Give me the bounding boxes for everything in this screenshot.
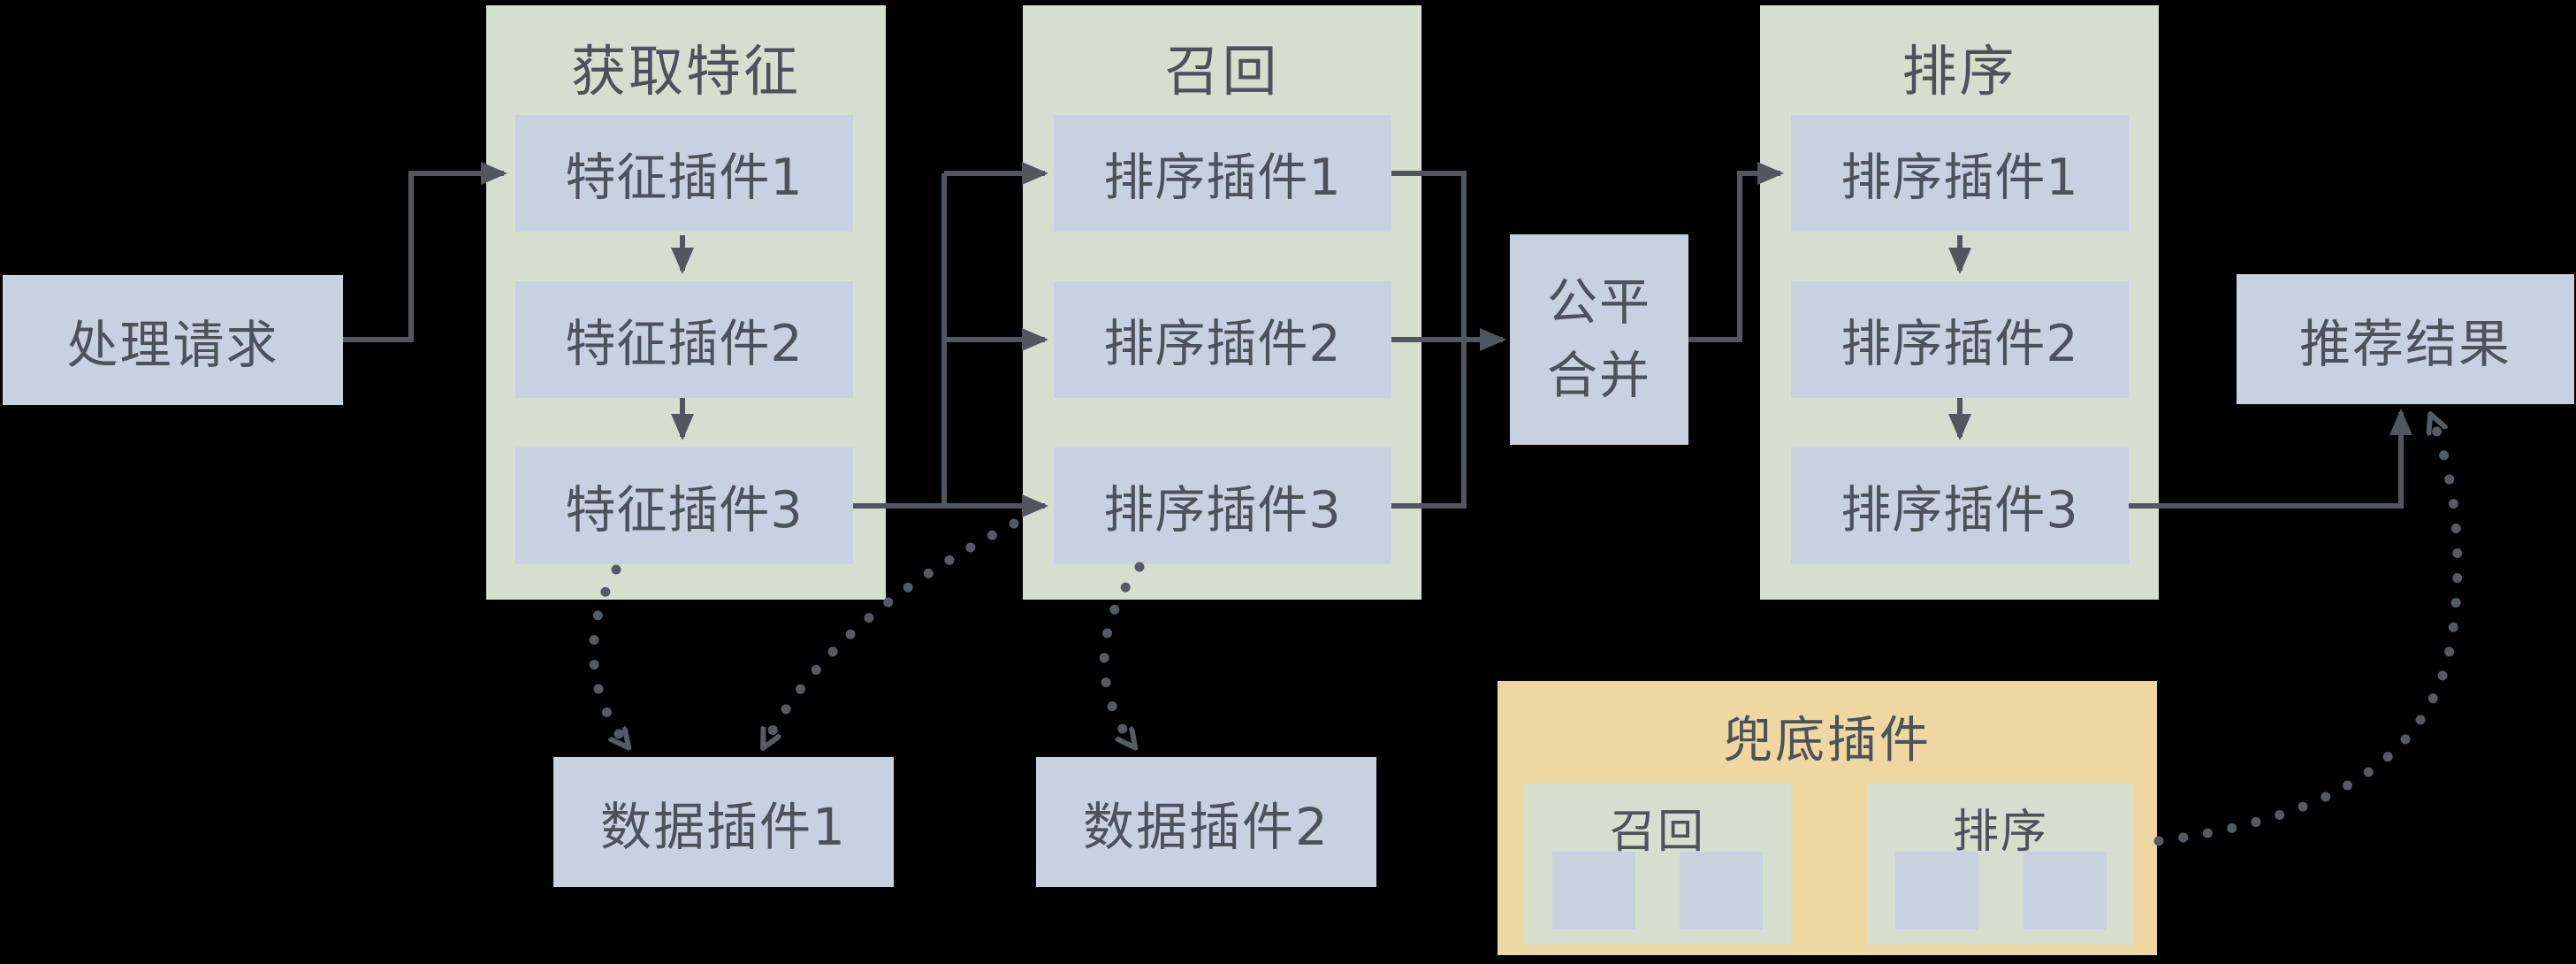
node-data-plugin-1: 数据插件1 [553,757,894,887]
container-fallback-title: 兜底插件 [1723,712,1932,769]
arrow-rank3-to-result [2129,409,2412,509]
rank-plugin-1: 排序插件1 [1791,115,2129,232]
node-fair-merge-line1: 公平 [1547,273,1651,333]
feature-plugin-3: 特征插件3 [515,448,853,564]
node-fair-merge: 公平 合并 [1510,234,1688,445]
fallback-rank-label: 排序 [1952,806,2048,859]
node-fair-merge-line2: 合并 [1547,347,1651,405]
feature-plugin-2: 特征插件2 [515,281,853,398]
recall-plugin-2: 排序插件2 [1054,281,1391,398]
recall-plugin-3: 排序插件3 [1054,448,1391,564]
node-recommend-result: 推荐结果 [2237,274,2574,404]
rank-plugin-3: 排序插件3 [1791,448,2129,564]
stage-get-features-title: 获取特征 [570,39,801,103]
fallback-recall-label: 召回 [1609,806,1705,859]
fallback-rank-slot-2 [2023,852,2107,930]
fallback-recall-slot-2 [1680,852,1763,930]
dotted-fallback-to-result [2153,410,2463,846]
fallback-rank-slot-1 [1895,852,1978,930]
rank-plugin-2: 排序插件2 [1791,281,2129,398]
stage-rank-title: 排序 [1902,39,2017,103]
stage-rank: 排序 排序插件1 排序插件2 排序插件3 [1760,5,2159,600]
node-process-request: 处理请求 [3,275,343,405]
arrow-request-to-feature1 [343,162,507,342]
stage-recall-title: 召回 [1164,39,1280,103]
container-fallback-plugin: 兜底插件 召回 排序 [1498,681,2157,955]
fallback-recall-slot-1 [1552,852,1635,930]
stage-get-features: 获取特征 特征插件1 特征插件2 特征插件3 [486,5,886,600]
fallback-recall-group: 召回 [1524,784,1791,945]
fallback-rank-group: 排序 [1867,784,2134,945]
node-data-plugin-2: 数据插件2 [1036,757,1376,887]
recall-plugin-1: 排序插件1 [1054,115,1391,232]
stage-recall: 召回 排序插件1 排序插件2 排序插件3 [1023,5,1421,600]
feature-plugin-1: 特征插件1 [515,115,853,232]
